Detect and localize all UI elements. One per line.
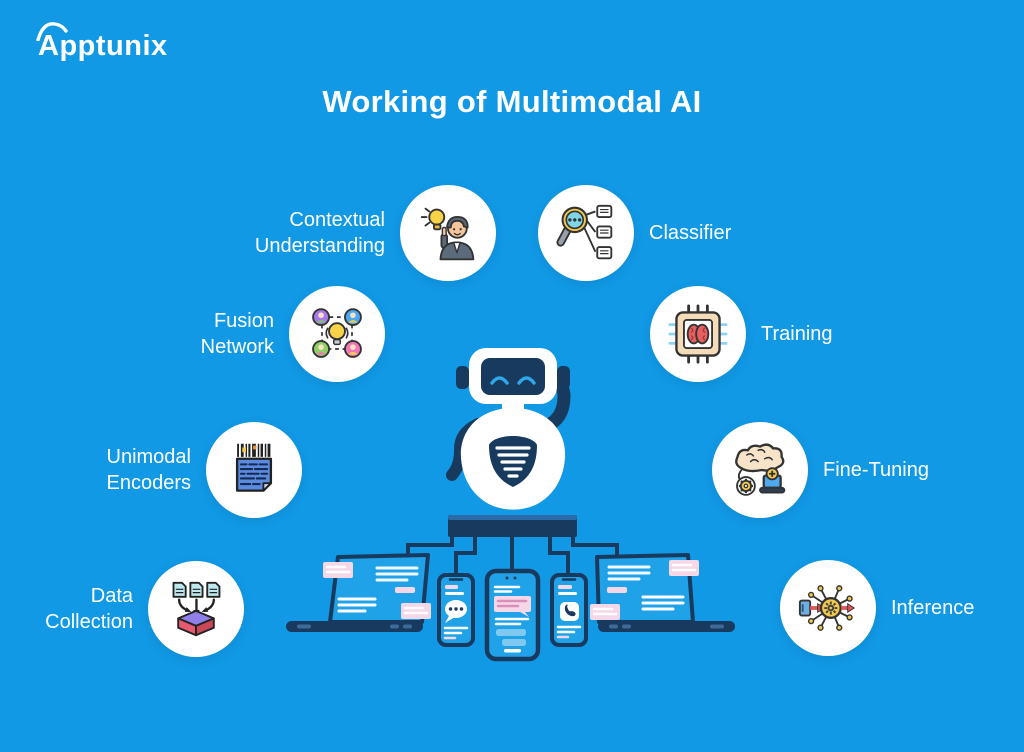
smartphone-icon: [437, 573, 475, 647]
node-label: Contextual Understanding: [254, 208, 385, 257]
node-label: Training: [761, 322, 833, 345]
node-label: Data Collection: [45, 584, 133, 633]
node-label: Inference: [891, 596, 975, 619]
node-contextual-understanding: Contextual Understanding: [255, 185, 496, 281]
robot-assistant-icon: [446, 348, 571, 510]
node-circle: [400, 185, 496, 281]
node-classifier: Classifier: [538, 185, 731, 281]
node-label: Fusion Network: [200, 309, 274, 358]
brain-gear-laptop-icon: [735, 443, 786, 496]
magnifier-classifier-icon: [556, 204, 613, 260]
laptop-icon: [590, 553, 735, 632]
people-lightbulb-network-icon: [312, 308, 362, 358]
node-label: Fine-Tuning: [823, 458, 929, 481]
node-fine-tuning: Fine-Tuning: [712, 422, 929, 518]
smartphone-icon: [484, 568, 541, 662]
input-gear-output-icon: [798, 585, 856, 631]
barcode-document-icon: [235, 443, 273, 492]
logo-arc-icon: [36, 22, 68, 41]
chat-bubble-icon: [445, 600, 467, 623]
node-circle: [206, 422, 302, 518]
smartphone-icon: [550, 573, 588, 647]
node-circle: [650, 286, 746, 382]
node-fusion-network: Fusion Network: [201, 286, 385, 382]
page-title: Working of Multimodal AI: [322, 84, 702, 119]
node-circle: [538, 185, 634, 281]
node-inference: Inference: [780, 560, 974, 656]
node-label: Unimodal Encoders: [106, 445, 192, 494]
node-data-collection: Data Collection: [45, 561, 244, 657]
apptunix-logo: Apptunix: [36, 22, 168, 62]
node-training: Training: [650, 286, 833, 382]
connected-devices-icon: [286, 515, 735, 662]
node-circle: [289, 286, 385, 382]
laptop-icon: [286, 553, 431, 632]
hub-bar: [448, 515, 577, 537]
node-label: Classifier: [649, 221, 732, 244]
documents-inbox-icon: [172, 581, 221, 637]
phone-call-icon: [560, 602, 579, 621]
node-circle: [712, 422, 808, 518]
node-unimodal-encoders: Unimodal Encoders: [106, 422, 302, 518]
node-circle: [148, 561, 244, 657]
brain-chip-icon: [668, 304, 728, 364]
node-circle: [780, 560, 876, 656]
person-idea-icon: [420, 207, 475, 261]
logo-text: Apptunix: [38, 30, 168, 62]
